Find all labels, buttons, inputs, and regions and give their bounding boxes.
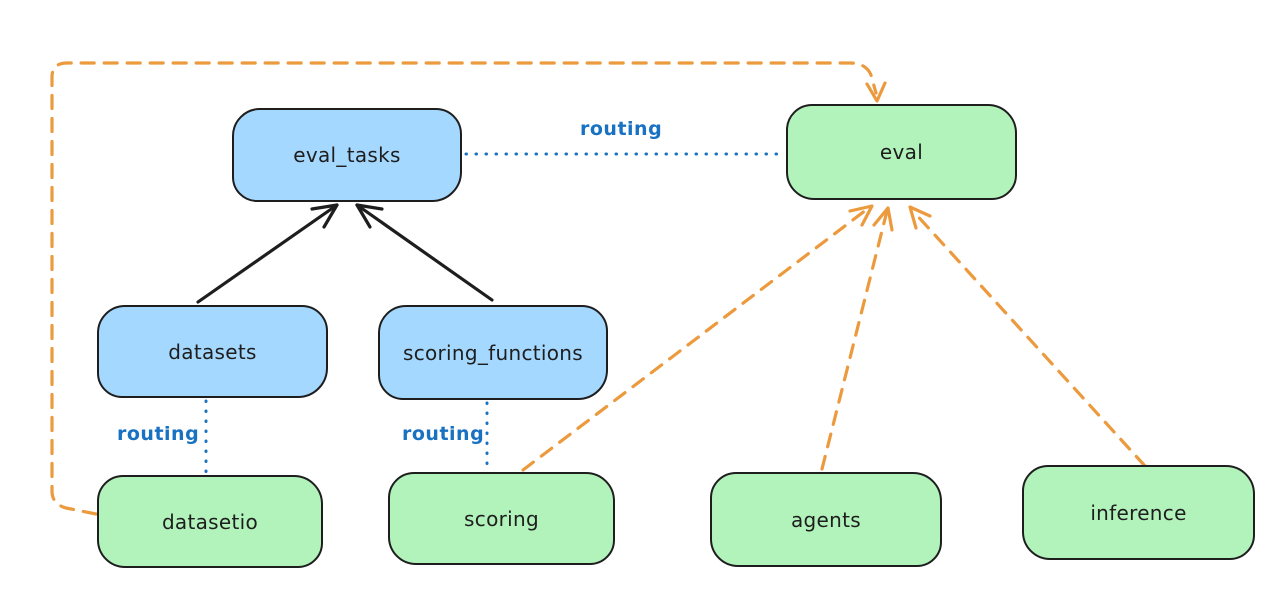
edge-datasetio-to-eval-loop <box>50 61 887 516</box>
edge-agents-to-eval <box>820 206 894 471</box>
node-inference: inference <box>1022 465 1255 560</box>
node-eval-tasks-label: eval_tasks <box>293 143 401 167</box>
node-scoring-label: scoring <box>464 506 539 531</box>
edge-inference-to-eval <box>908 205 1147 468</box>
node-agents: agents <box>710 472 942 567</box>
edge-label-routing-datasets-datasetio: routing <box>117 423 200 445</box>
node-datasets: datasets <box>97 305 328 398</box>
edge-datasets-to-eval-tasks <box>196 203 339 304</box>
node-datasetio-label: datasetio <box>161 509 259 534</box>
edge-scoring-functions-to-eval-tasks <box>355 203 494 302</box>
node-scoring: scoring <box>388 472 615 565</box>
node-agents-label: agents <box>791 507 861 532</box>
node-inference-label: inference <box>1090 500 1187 525</box>
node-scoring-functions-label: scoring_functions <box>402 340 584 365</box>
edge-label-routing-scoring-functions-scoring: routing <box>402 423 485 445</box>
node-eval: eval <box>786 104 1017 200</box>
node-eval-label: eval <box>879 140 924 164</box>
node-datasetio: datasetio <box>97 475 323 568</box>
node-eval-tasks: eval_tasks <box>232 108 462 202</box>
node-scoring-functions: scoring_functions <box>378 305 608 400</box>
edge-label-routing-eval-tasks-eval: routing <box>580 118 663 140</box>
node-datasets-label: datasets <box>168 339 257 364</box>
